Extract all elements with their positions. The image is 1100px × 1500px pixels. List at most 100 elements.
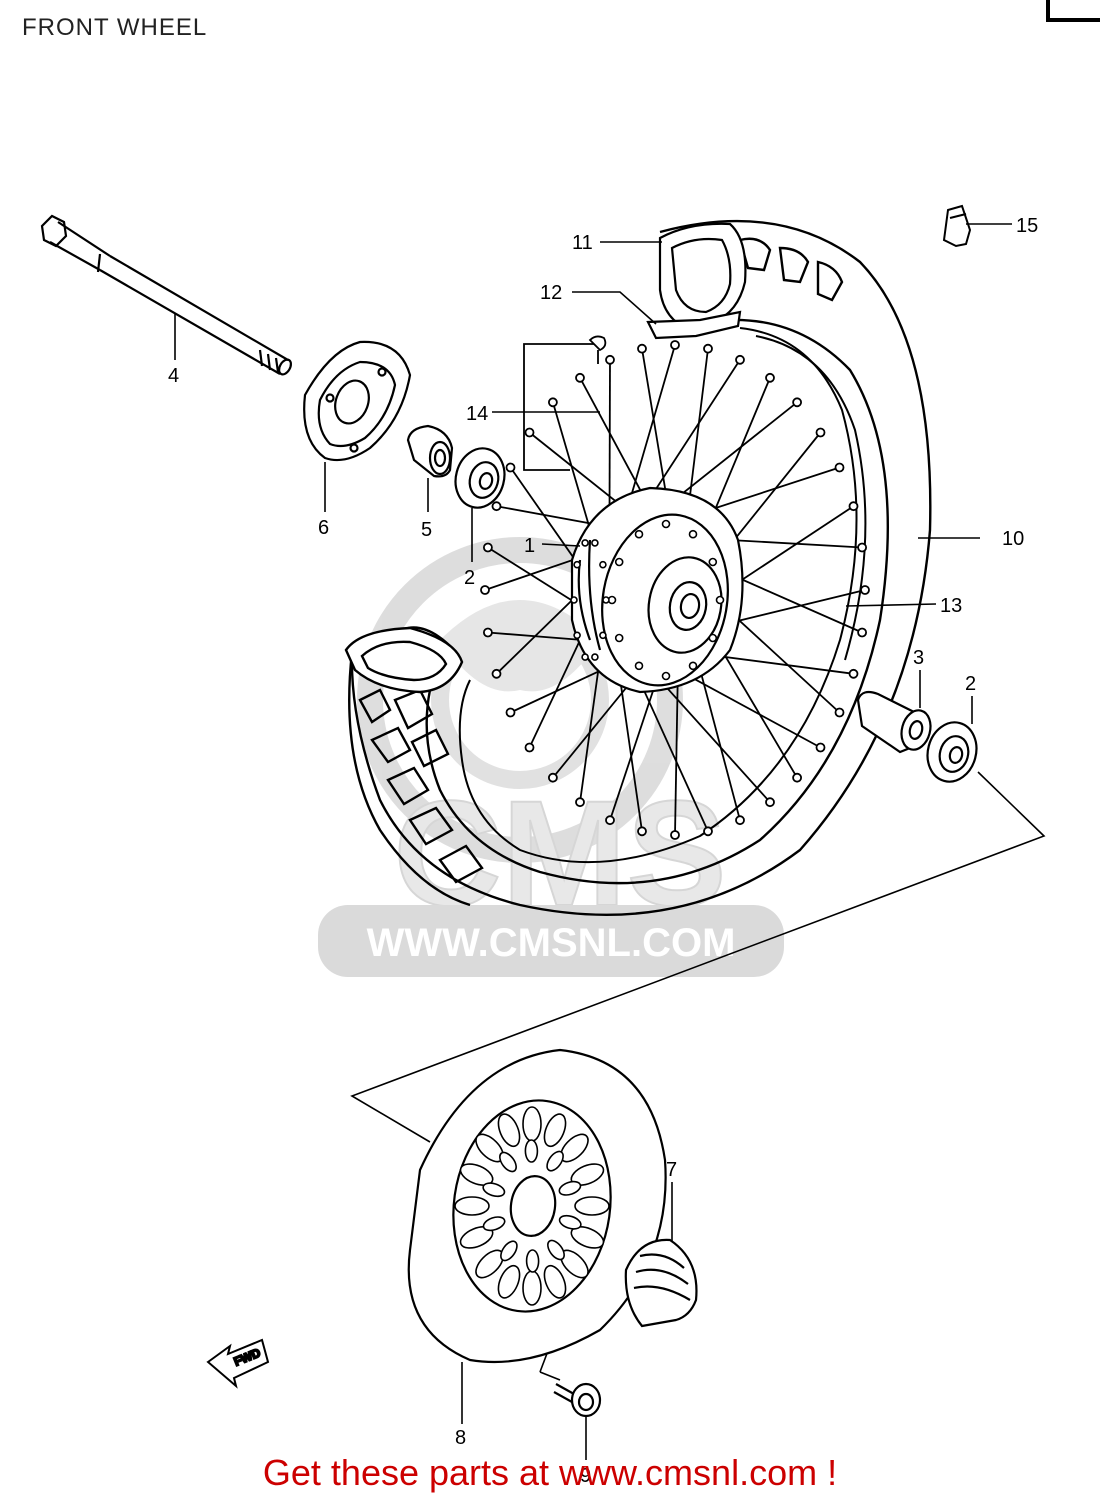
spoke-nipple <box>637 343 647 354</box>
hub-hole <box>614 633 624 643</box>
spoke-nipple <box>575 797 585 808</box>
get-parts-link[interactable]: Get these parts at www.cmsnl.com ! <box>262 1452 838 1493</box>
hub-hole <box>661 671 671 681</box>
spoke-nipple <box>834 707 845 718</box>
spoke-nipple <box>792 397 802 408</box>
callout-14: 14 <box>466 403 488 425</box>
spoke-nipple <box>857 542 867 553</box>
callout-2a: 2 <box>464 567 475 589</box>
spoke-nipple <box>505 462 516 473</box>
disc-slot <box>497 1264 521 1299</box>
spoke-nipple <box>792 772 802 783</box>
brake-disc-part-8 <box>407 1048 667 1364</box>
spoke-nipple <box>765 797 775 808</box>
hub-flange-hole <box>599 631 607 640</box>
disc-inner-slot <box>546 1150 564 1172</box>
forward-direction-arrow: FWD <box>206 1338 270 1389</box>
hub-flange-hole <box>581 653 589 661</box>
disc-inner-slot <box>482 1216 506 1232</box>
callout-1: 1 <box>524 535 535 557</box>
spoke-nipple <box>815 742 826 753</box>
callout-labels: 1 2 2 3 4 5 6 7 8 9 10 11 12 13 14 15 <box>168 215 1038 1487</box>
spoke-nipple <box>735 815 745 826</box>
hub-flange-hole <box>591 539 599 547</box>
spoke-nipple <box>548 772 558 783</box>
callout-15: 15 <box>1016 215 1038 237</box>
hub-hole <box>688 529 698 539</box>
disc-inner-slot <box>525 1249 540 1273</box>
hub-hole <box>661 519 671 529</box>
hub-flange-hole <box>573 560 581 569</box>
spoke-nipple <box>765 372 775 383</box>
disc-inner-slot <box>547 1239 565 1261</box>
page-title: FRONT WHEEL <box>22 14 208 41</box>
callout-3: 3 <box>913 647 924 669</box>
disc-slot <box>459 1163 494 1186</box>
spoke-nipple <box>482 627 493 638</box>
disc-slot <box>574 1196 610 1216</box>
hub-flange-hole <box>602 596 610 604</box>
cover-part-7 <box>624 1238 698 1328</box>
spoke-nipple <box>834 462 845 473</box>
spoke-nipple <box>548 397 558 408</box>
spoke-nipple <box>491 501 502 512</box>
spacer-part-5 <box>406 424 454 478</box>
hub-flange-hole <box>591 653 599 661</box>
disc-slot <box>522 1106 542 1142</box>
axle-part-4 <box>40 214 292 376</box>
callout-8: 8 <box>455 1427 466 1449</box>
hub-hole <box>688 661 698 671</box>
hub-flange-hole <box>570 596 578 604</box>
disc-slot <box>497 1113 521 1148</box>
bearing-part-2-upper <box>454 447 506 509</box>
spoke-nipple <box>860 585 870 595</box>
hub-hole <box>708 557 718 567</box>
hub-hole <box>634 661 644 671</box>
spoke-nipple <box>815 427 826 438</box>
spoke-nipple <box>505 707 516 718</box>
get-parts-link-banner[interactable]: Get these parts at www.cmsnl.com ! <box>0 1452 1100 1494</box>
callout-4: 4 <box>168 365 179 387</box>
spoke-nipple <box>670 830 680 840</box>
callout-2b: 2 <box>965 673 976 695</box>
hub-hole <box>715 595 725 605</box>
callout-9: 9 <box>580 1465 591 1487</box>
spoke-nipple <box>605 354 615 365</box>
bearing-part-2-lower <box>926 721 978 783</box>
disc-inner-slot <box>499 1151 517 1173</box>
disc-slot <box>543 1113 567 1148</box>
hub-cover-part-6 <box>303 340 412 462</box>
spoke-nipple <box>605 815 615 826</box>
callout-11: 11 <box>572 232 593 254</box>
callout-10: 10 <box>1002 528 1024 550</box>
corner-frame-mark <box>1046 0 1100 22</box>
spoke-nipple <box>735 354 745 365</box>
spoke-nipple <box>480 585 490 595</box>
callout-5: 5 <box>421 519 432 541</box>
valve-cap-part-15 <box>942 204 972 248</box>
hub-hole <box>708 633 718 643</box>
rim-part-13 <box>458 327 867 864</box>
callout-7: 7 <box>666 1159 677 1181</box>
hub-bolt-holes <box>570 519 725 681</box>
spoke-nipple <box>703 343 713 354</box>
spoke-nipple <box>637 826 647 837</box>
tire-part-10 <box>344 219 932 916</box>
hub-flange-hole <box>581 539 589 547</box>
hub-part-1 <box>570 486 744 694</box>
callout-leader-lines <box>174 223 1012 1460</box>
disc-slot <box>543 1264 567 1299</box>
disc-inner-slot <box>558 1214 582 1230</box>
disc-slot <box>522 1270 542 1306</box>
spoke-nipple <box>575 372 585 383</box>
spoke-nipple <box>524 427 535 438</box>
bolt-part-9 <box>553 1382 602 1418</box>
watermark-url-text: WWW.CMSNL.COM <box>367 921 736 965</box>
brake-disc-slots <box>454 1106 610 1306</box>
spoke-nipple <box>703 826 713 837</box>
hub-flange-hole <box>573 631 581 640</box>
spoke-nipple <box>848 501 859 512</box>
callout-12: 12 <box>540 282 562 304</box>
spoke-nipple <box>857 627 867 638</box>
